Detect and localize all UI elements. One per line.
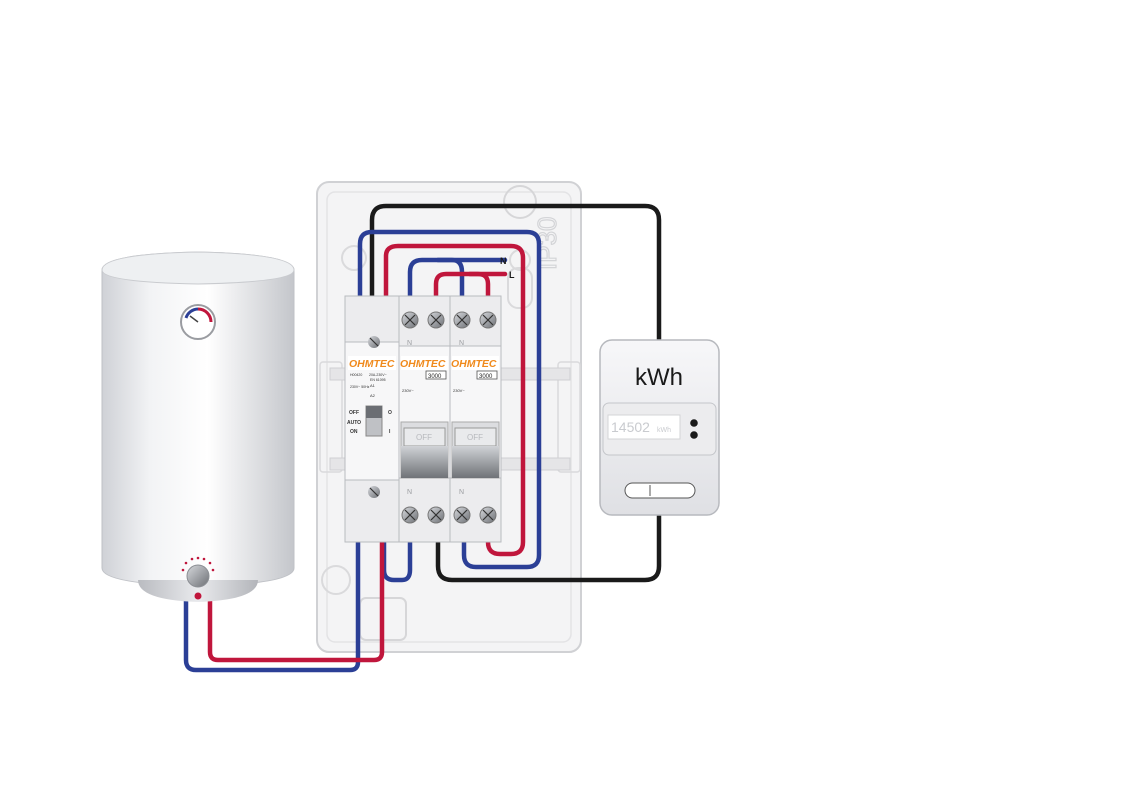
live-wire-top (433, 271, 491, 315)
signal-wire-bottom (435, 512, 662, 583)
meter-button[interactable] (624, 482, 696, 499)
breaker-2-handle[interactable] (452, 446, 499, 478)
screw-icon (453, 506, 471, 524)
meter-reading-unit: kWh (657, 427, 671, 434)
indicator-led-icon (690, 431, 698, 439)
mode-switch[interactable] (366, 406, 382, 418)
breaker-2-rating: 3000 (479, 374, 493, 380)
temperature-gauge-icon (180, 304, 216, 340)
screw-icon (368, 336, 380, 348)
wires (183, 203, 662, 673)
screw-icon (368, 486, 380, 498)
breaker-1-handle-label: OFF (416, 433, 432, 442)
kwh-meter: kWh 14502 kWh (599, 339, 720, 516)
contactor-rating: 20A-230V~ (369, 373, 387, 377)
terminal-a2: A2 (370, 393, 376, 398)
breaker-1-handle[interactable] (401, 446, 448, 478)
live-label: L (509, 270, 515, 280)
contactor-model: H00420 (350, 373, 362, 377)
mark-o-label: O (388, 410, 392, 416)
mark-i-label: I (389, 429, 391, 435)
neutral-label: N (500, 256, 507, 266)
signal-wire (369, 203, 662, 345)
indicator-led-icon (690, 419, 698, 427)
switch-on-label: ON (350, 429, 358, 435)
breaker-1-brand: OHMTEC (400, 358, 446, 370)
live-wire-supply (383, 243, 526, 557)
contactor-coil: 230V~ 50Hz (350, 385, 370, 389)
screw-icon (453, 311, 471, 329)
screw-icon (427, 311, 445, 329)
neutral-bottom-label: N (459, 489, 464, 496)
neutral-bottom-label: N (407, 489, 412, 496)
screw-icon (479, 311, 497, 329)
breaker-2-brand: OHMTEC (451, 358, 497, 370)
contactor-standard: EN 61095 (370, 378, 386, 382)
meter-reading: 14502 (611, 419, 650, 435)
meter-unit-label: kWh (635, 364, 683, 391)
breaker-2-voltage: 230V~ (453, 388, 465, 393)
ip-rating-label: IP30 (532, 217, 562, 271)
screw-icon (401, 506, 419, 524)
contactor-brand: OHMTEC (349, 358, 395, 370)
neutral-top-label: N (459, 340, 464, 347)
switch-auto-label: AUTO (347, 420, 361, 426)
live-wire-heater (207, 519, 385, 663)
contactor-module: OHMTEC H00420 20A-230V~ EN 61095 230V~ 5… (344, 295, 400, 543)
breaker-1: N N OHMTEC 3000 230V~ OFF (398, 295, 451, 543)
neutral-top-label: N (407, 340, 412, 347)
breaker-2-handle-label: OFF (467, 433, 483, 442)
neutral-wire-heater (381, 519, 413, 583)
water-heater (101, 251, 295, 602)
breaker-1-voltage: 230V~ (402, 388, 414, 393)
thermostat-knob-icon[interactable] (181, 556, 215, 600)
neutral-wire-supply (357, 229, 542, 570)
neutral-wire-heater-2 (183, 519, 361, 673)
switch-off-label: OFF (349, 410, 359, 416)
breaker-1-rating: 3000 (428, 374, 442, 380)
screw-icon (427, 506, 445, 524)
screw-icon (479, 506, 497, 524)
terminal-a1: A1 (370, 383, 376, 388)
screw-icon (401, 311, 419, 329)
breaker-2: N N OHMTEC 3000 230V~ OFF (449, 295, 502, 543)
